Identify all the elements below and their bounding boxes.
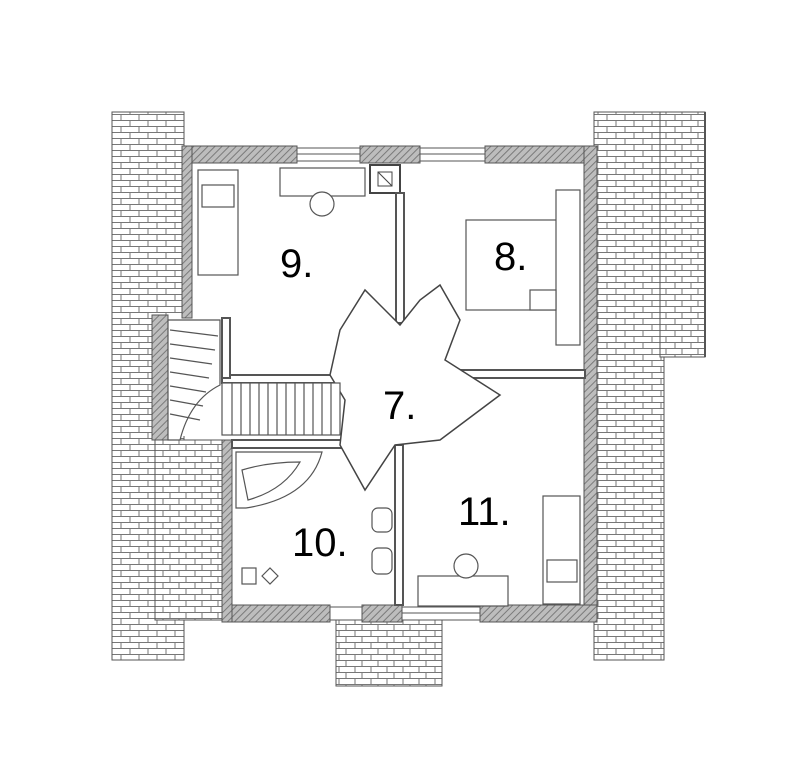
- stair-tread: [169, 343, 216, 351]
- hall-doors: [329, 283, 502, 492]
- room-label-8: 8.: [494, 235, 527, 279]
- room9-furniture: [197, 167, 366, 276]
- exterior-walls: [151, 145, 598, 623]
- stair-tread: [169, 413, 201, 421]
- roof-right: [593, 111, 706, 661]
- stair-tread: [169, 371, 210, 379]
- room8-furniture: [465, 189, 581, 346]
- stair-tread: [169, 385, 207, 393]
- room10-fixtures: [235, 451, 393, 585]
- roof-bottom-entry: [335, 619, 443, 687]
- windows: [296, 147, 486, 621]
- stair-tread: [169, 399, 204, 407]
- staircase: [167, 319, 341, 441]
- stair-tread: [169, 357, 213, 365]
- room11-furniture: [417, 495, 581, 607]
- room-label-7: 7.: [383, 384, 416, 428]
- interior-walls: [221, 192, 586, 606]
- room-label-11: 11.: [458, 490, 511, 534]
- chimney: [369, 164, 401, 194]
- room-label-9: 9.: [280, 242, 313, 286]
- room-label-10: 10.: [292, 521, 348, 565]
- stair-tread: [169, 329, 219, 337]
